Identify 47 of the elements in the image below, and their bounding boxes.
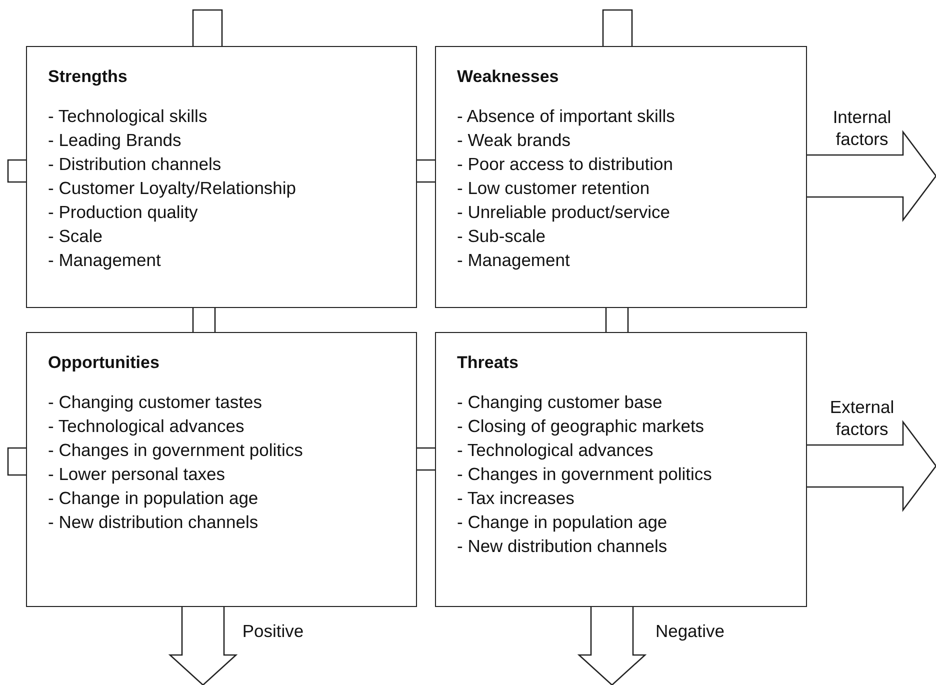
list-item: - Scale	[48, 225, 102, 248]
connector-tube	[416, 159, 436, 183]
list-item: - Change in population age	[48, 487, 258, 510]
edge-label: External factors	[828, 396, 896, 440]
list-item: - Weak brands	[457, 129, 570, 152]
edge-label: Internal factors	[832, 106, 892, 150]
list-item: - Technological advances	[457, 439, 654, 462]
block-arrow	[577, 606, 647, 685]
list-item: - Changing customer tastes	[48, 391, 262, 414]
quadrant-heading: Threats	[457, 353, 518, 373]
edge-label: Positive	[241, 620, 305, 642]
list-item: - New distribution channels	[457, 535, 668, 558]
list-item: - Absence of important skills	[457, 105, 675, 128]
block-arrow	[168, 606, 238, 685]
quadrant-box	[435, 46, 807, 308]
connector-tube	[192, 307, 216, 333]
list-item: - Tax increases	[457, 487, 574, 510]
list-item: - Changes in government politics	[457, 463, 712, 486]
list-item: - Lower personal taxes	[48, 463, 226, 486]
quadrant-heading: Weaknesses	[457, 67, 559, 87]
quadrant-heading: Strengths	[48, 67, 128, 87]
list-item: - Changes in government politics	[48, 439, 303, 462]
list-item: - Poor access to distribution	[457, 153, 673, 176]
list-item: - Closing of geographic markets	[457, 415, 704, 438]
block-arrow	[806, 130, 936, 222]
list-item: - Leading Brands	[48, 129, 182, 152]
edge-label: Negative	[654, 620, 726, 642]
connector-tube	[605, 307, 629, 333]
list-item: - Sub-scale	[457, 225, 546, 248]
list-item: - Management	[48, 249, 161, 272]
list-item: - Technological skills	[48, 105, 208, 128]
list-item: - Change in population age	[457, 511, 668, 534]
block-arrow	[806, 420, 936, 512]
list-item: - Production quality	[48, 201, 198, 224]
list-item: - Technological advances	[48, 415, 244, 438]
quadrant-box	[26, 332, 417, 607]
list-item: - Low customer retention	[457, 177, 650, 200]
list-item: - New distribution channels	[48, 511, 258, 534]
list-item: - Changing customer base	[457, 391, 662, 414]
list-item: - Unreliable product/service	[457, 201, 670, 224]
list-item: - Management	[457, 249, 570, 272]
quadrant-heading: Opportunities	[48, 353, 160, 373]
connector-tube	[416, 447, 436, 471]
list-item: - Distribution channels	[48, 153, 222, 176]
quadrant-box	[435, 332, 807, 607]
quadrant-box	[26, 46, 417, 308]
list-item: - Customer Loyalty/Relationship	[48, 177, 296, 200]
